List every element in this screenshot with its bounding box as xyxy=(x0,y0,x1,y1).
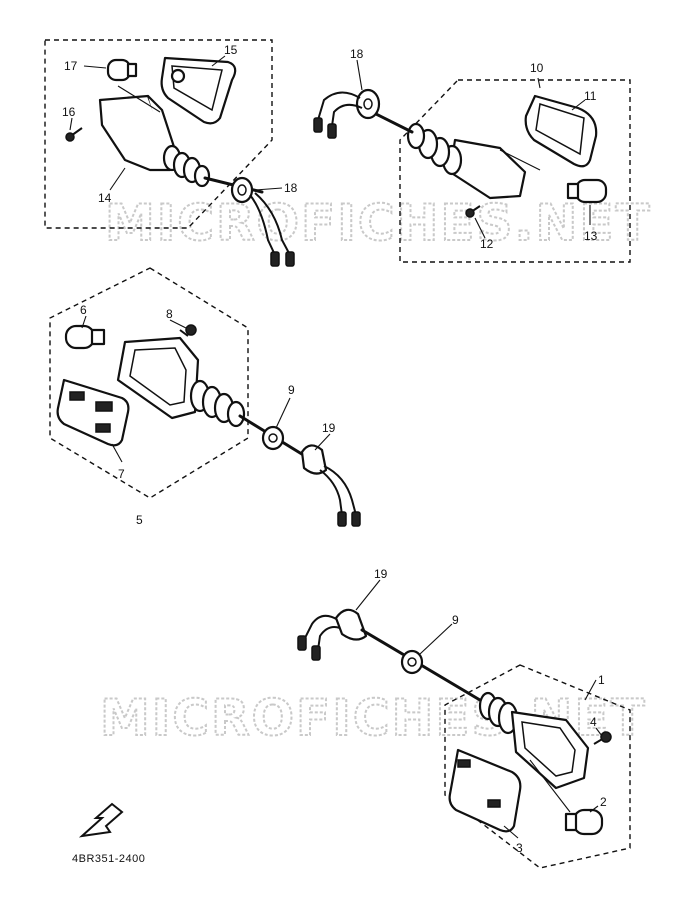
lens-7-mark-b xyxy=(95,401,113,412)
outline-1 xyxy=(444,664,631,869)
watermark-top: MICROFICHES.NET xyxy=(105,194,652,252)
wire-10a xyxy=(317,91,361,121)
wire-10b xyxy=(331,103,363,127)
grommet-18-a xyxy=(355,88,381,120)
bulb-6 xyxy=(64,324,106,350)
callout-2: 2 xyxy=(600,795,607,809)
grommet-9-a xyxy=(261,425,285,451)
front-arrow-icon xyxy=(78,802,124,838)
callout-5: 5 xyxy=(136,513,143,527)
callout-6: 6 xyxy=(80,303,87,317)
bulb-17-base xyxy=(126,62,138,78)
callout-10: 10 xyxy=(530,61,544,75)
assembly-1 xyxy=(297,579,631,869)
outline-10 xyxy=(399,79,631,263)
callout-17: 17 xyxy=(64,59,78,73)
grommet-9-b xyxy=(400,649,424,675)
housing-1 xyxy=(510,710,590,790)
lens-3-mark-a xyxy=(457,759,471,768)
connector-14b xyxy=(285,251,295,267)
assembly-10 xyxy=(313,59,631,263)
connector-5b xyxy=(351,511,361,527)
housing-5-inner xyxy=(129,347,187,406)
callout-16: 16 xyxy=(62,105,76,119)
connector-5a xyxy=(337,511,347,527)
callout-11: 11 xyxy=(584,89,597,103)
bulb-17 xyxy=(106,58,132,82)
wire-1b xyxy=(317,626,341,651)
connector-10a xyxy=(313,117,323,133)
bulb-2 xyxy=(564,808,604,836)
connector-1b xyxy=(311,645,321,661)
bulb-13 xyxy=(566,178,608,204)
stalk-10 xyxy=(406,122,463,176)
lens-15-hole xyxy=(170,68,186,84)
callout-15: 15 xyxy=(224,43,238,57)
lens-3 xyxy=(448,748,522,833)
callout-7: 7 xyxy=(118,467,125,481)
assembly-14 xyxy=(44,39,295,267)
connector-14a xyxy=(270,251,280,267)
stalk-5 xyxy=(189,379,246,428)
wire-5a xyxy=(319,469,343,516)
housing-5 xyxy=(116,336,200,420)
lens-7-mark-a xyxy=(69,391,85,401)
lens-7 xyxy=(56,378,130,447)
callout-12: 12 xyxy=(480,237,494,251)
lens-7-mark-c xyxy=(95,423,111,433)
callout-1: 1 xyxy=(598,673,605,687)
callout-9-bottom: 9 xyxy=(452,613,459,627)
callout-9-middle: 9 xyxy=(288,383,295,397)
connector-1a xyxy=(297,635,307,651)
cover-19-b xyxy=(334,608,368,641)
callout-3: 3 xyxy=(516,841,523,855)
screw-4 xyxy=(593,731,612,745)
wire-14b xyxy=(254,192,291,256)
cable-1 xyxy=(360,628,492,708)
callout-14: 14 xyxy=(98,191,112,205)
callout-19-middle: 19 xyxy=(322,421,336,435)
screw-16 xyxy=(65,127,83,142)
outline-5 xyxy=(49,267,249,499)
cover-19-a xyxy=(300,444,328,475)
callout-4: 4 xyxy=(590,715,597,729)
screw-8 xyxy=(179,324,197,337)
wire-1a xyxy=(303,614,339,641)
callout-13: 13 xyxy=(584,229,598,243)
lens-11-inner xyxy=(535,103,585,156)
connector-10b xyxy=(327,123,337,139)
callout-19-bottom: 19 xyxy=(374,567,388,581)
housing-1-inner xyxy=(521,721,576,777)
diagram-code: 4BR351-2400 xyxy=(72,853,145,865)
lens-3-mark-b xyxy=(487,799,501,808)
housing-10 xyxy=(448,138,527,200)
wire-5b xyxy=(323,465,357,516)
screw-12 xyxy=(465,205,481,218)
assembly-5 xyxy=(49,267,361,527)
lens-11 xyxy=(524,94,598,168)
stalk-14 xyxy=(162,144,211,188)
callout-18-left: 18 xyxy=(284,181,298,195)
wire-14a xyxy=(249,194,276,256)
grommet-18-b xyxy=(230,176,254,204)
callout-8: 8 xyxy=(166,307,173,321)
callout-18-top: 18 xyxy=(350,47,364,61)
cable-10 xyxy=(370,110,414,134)
